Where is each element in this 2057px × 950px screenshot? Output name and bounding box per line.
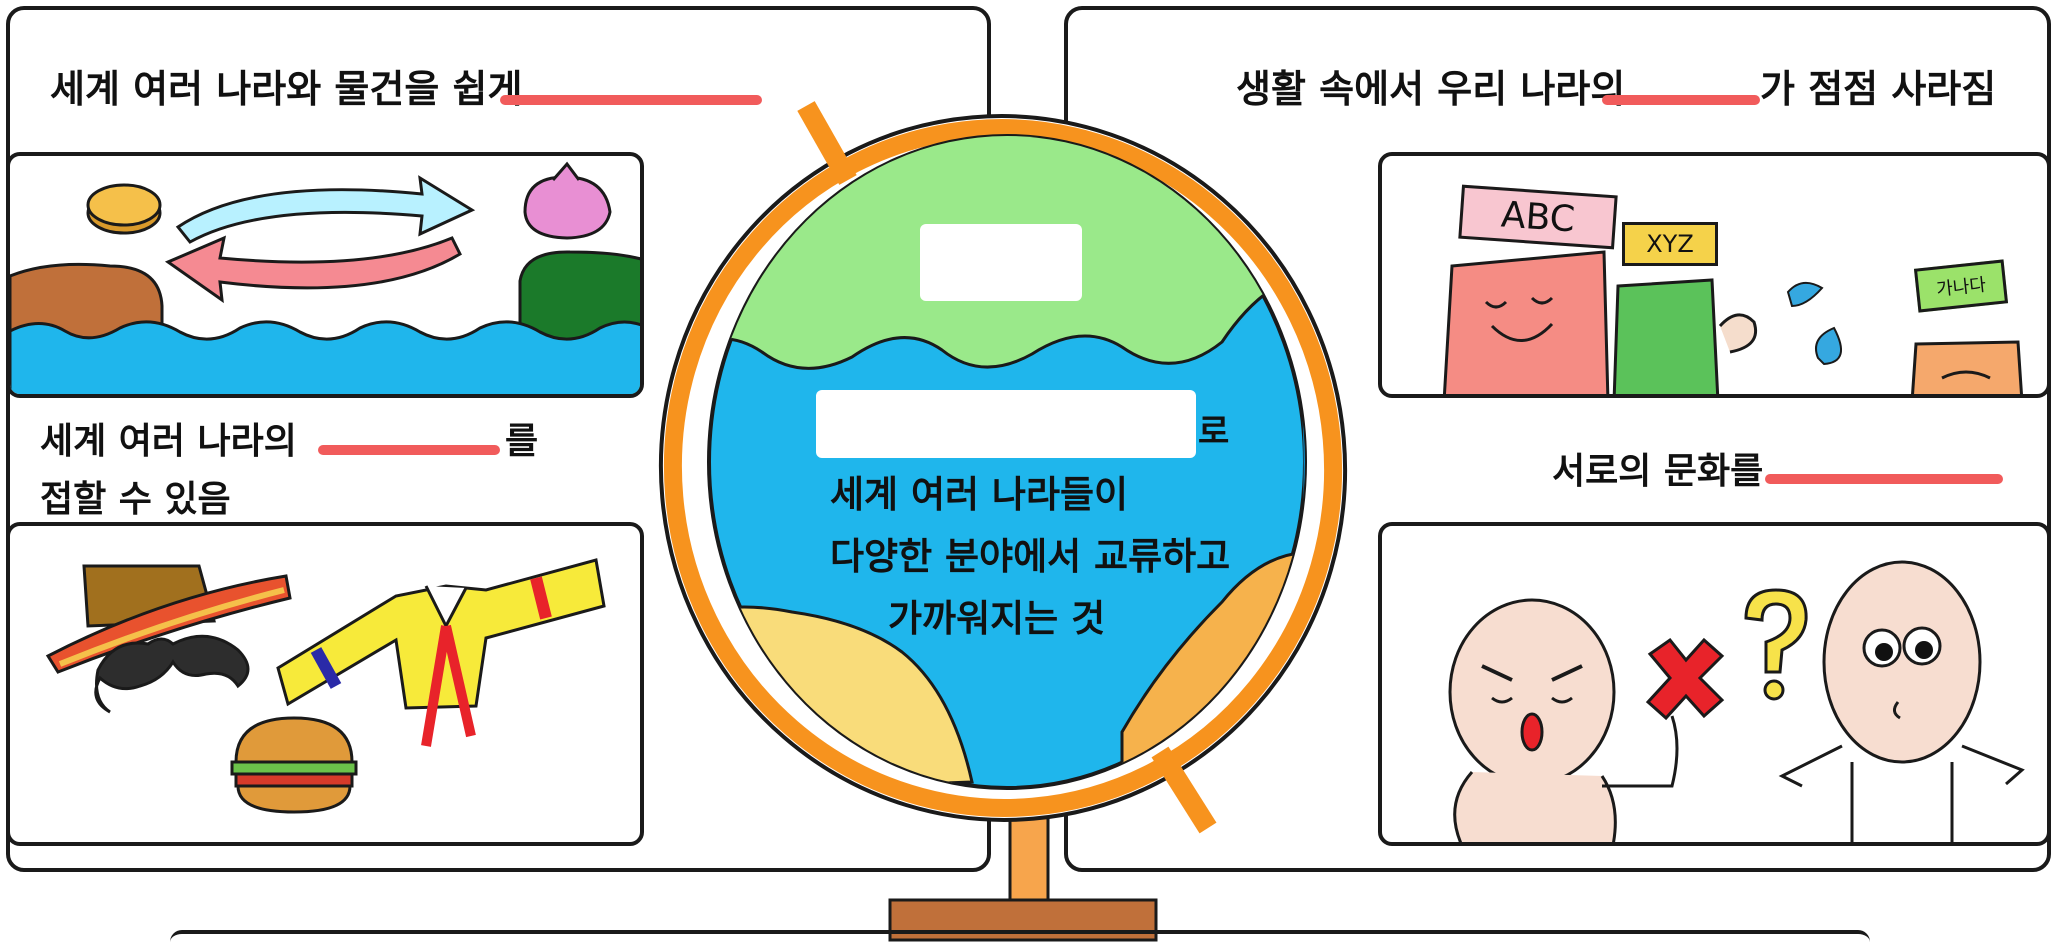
- arrow-right-icon: [175, 175, 476, 244]
- left-mid-text-1: 세계 여러 나라의: [40, 421, 297, 462]
- right-mid-text: 서로의 문화를: [1552, 451, 1764, 492]
- right-mid-blank: [1765, 474, 2003, 484]
- globe-definition-line-3: 가까워지는 것: [888, 597, 1106, 640]
- product-label-xyz-text: XYZ: [1646, 230, 1694, 258]
- coin-icon: [86, 183, 162, 235]
- globe-suffix: 로: [1198, 412, 1230, 452]
- globe-answer-blank: [816, 390, 1196, 458]
- product-label-ganada: 가나다: [1913, 259, 2009, 313]
- product-label-abc: ABC: [1458, 184, 1618, 250]
- left-mid-text-2: 접할 수 있음: [40, 479, 231, 520]
- hamburger-icon: [230, 716, 358, 814]
- right-top-text-suffix: 가 점점 사라짐: [1760, 67, 1997, 111]
- bottom-panel-edge: [170, 930, 1870, 944]
- question-mark-icon: [1744, 588, 1808, 701]
- arrow-left-icon: [164, 235, 462, 304]
- left-top-blank: [500, 95, 762, 105]
- product-label-xyz: XYZ: [1622, 222, 1718, 266]
- product-label-abc-text: ABC: [1499, 193, 1577, 241]
- product-label-ganada-text: 가나다: [1935, 274, 1987, 301]
- globe-map: [707, 134, 1307, 790]
- right-top-text: 생활 속에서 우리 나라의: [1236, 67, 1626, 111]
- left-top-text: 세계 여러 나라와 물건을 쉽게: [50, 67, 523, 111]
- conflict-scene: [1378, 522, 2051, 846]
- mustache-icon: [94, 634, 250, 714]
- red-x-icon: [1645, 637, 1725, 721]
- left-mid-text-1-suffix: 를: [505, 421, 539, 462]
- globe-definition-line-1: 세계 여러 나라들이: [830, 473, 1129, 516]
- hanbok-icon: [276, 558, 606, 747]
- globe-definition-line-2: 다양한 분야에서 교류하고: [830, 535, 1231, 578]
- globe-title-blank: [920, 224, 1082, 301]
- right-top-blank: [1602, 95, 1760, 105]
- dumpling-icon: [523, 161, 612, 240]
- left-mid-blank: [318, 445, 500, 455]
